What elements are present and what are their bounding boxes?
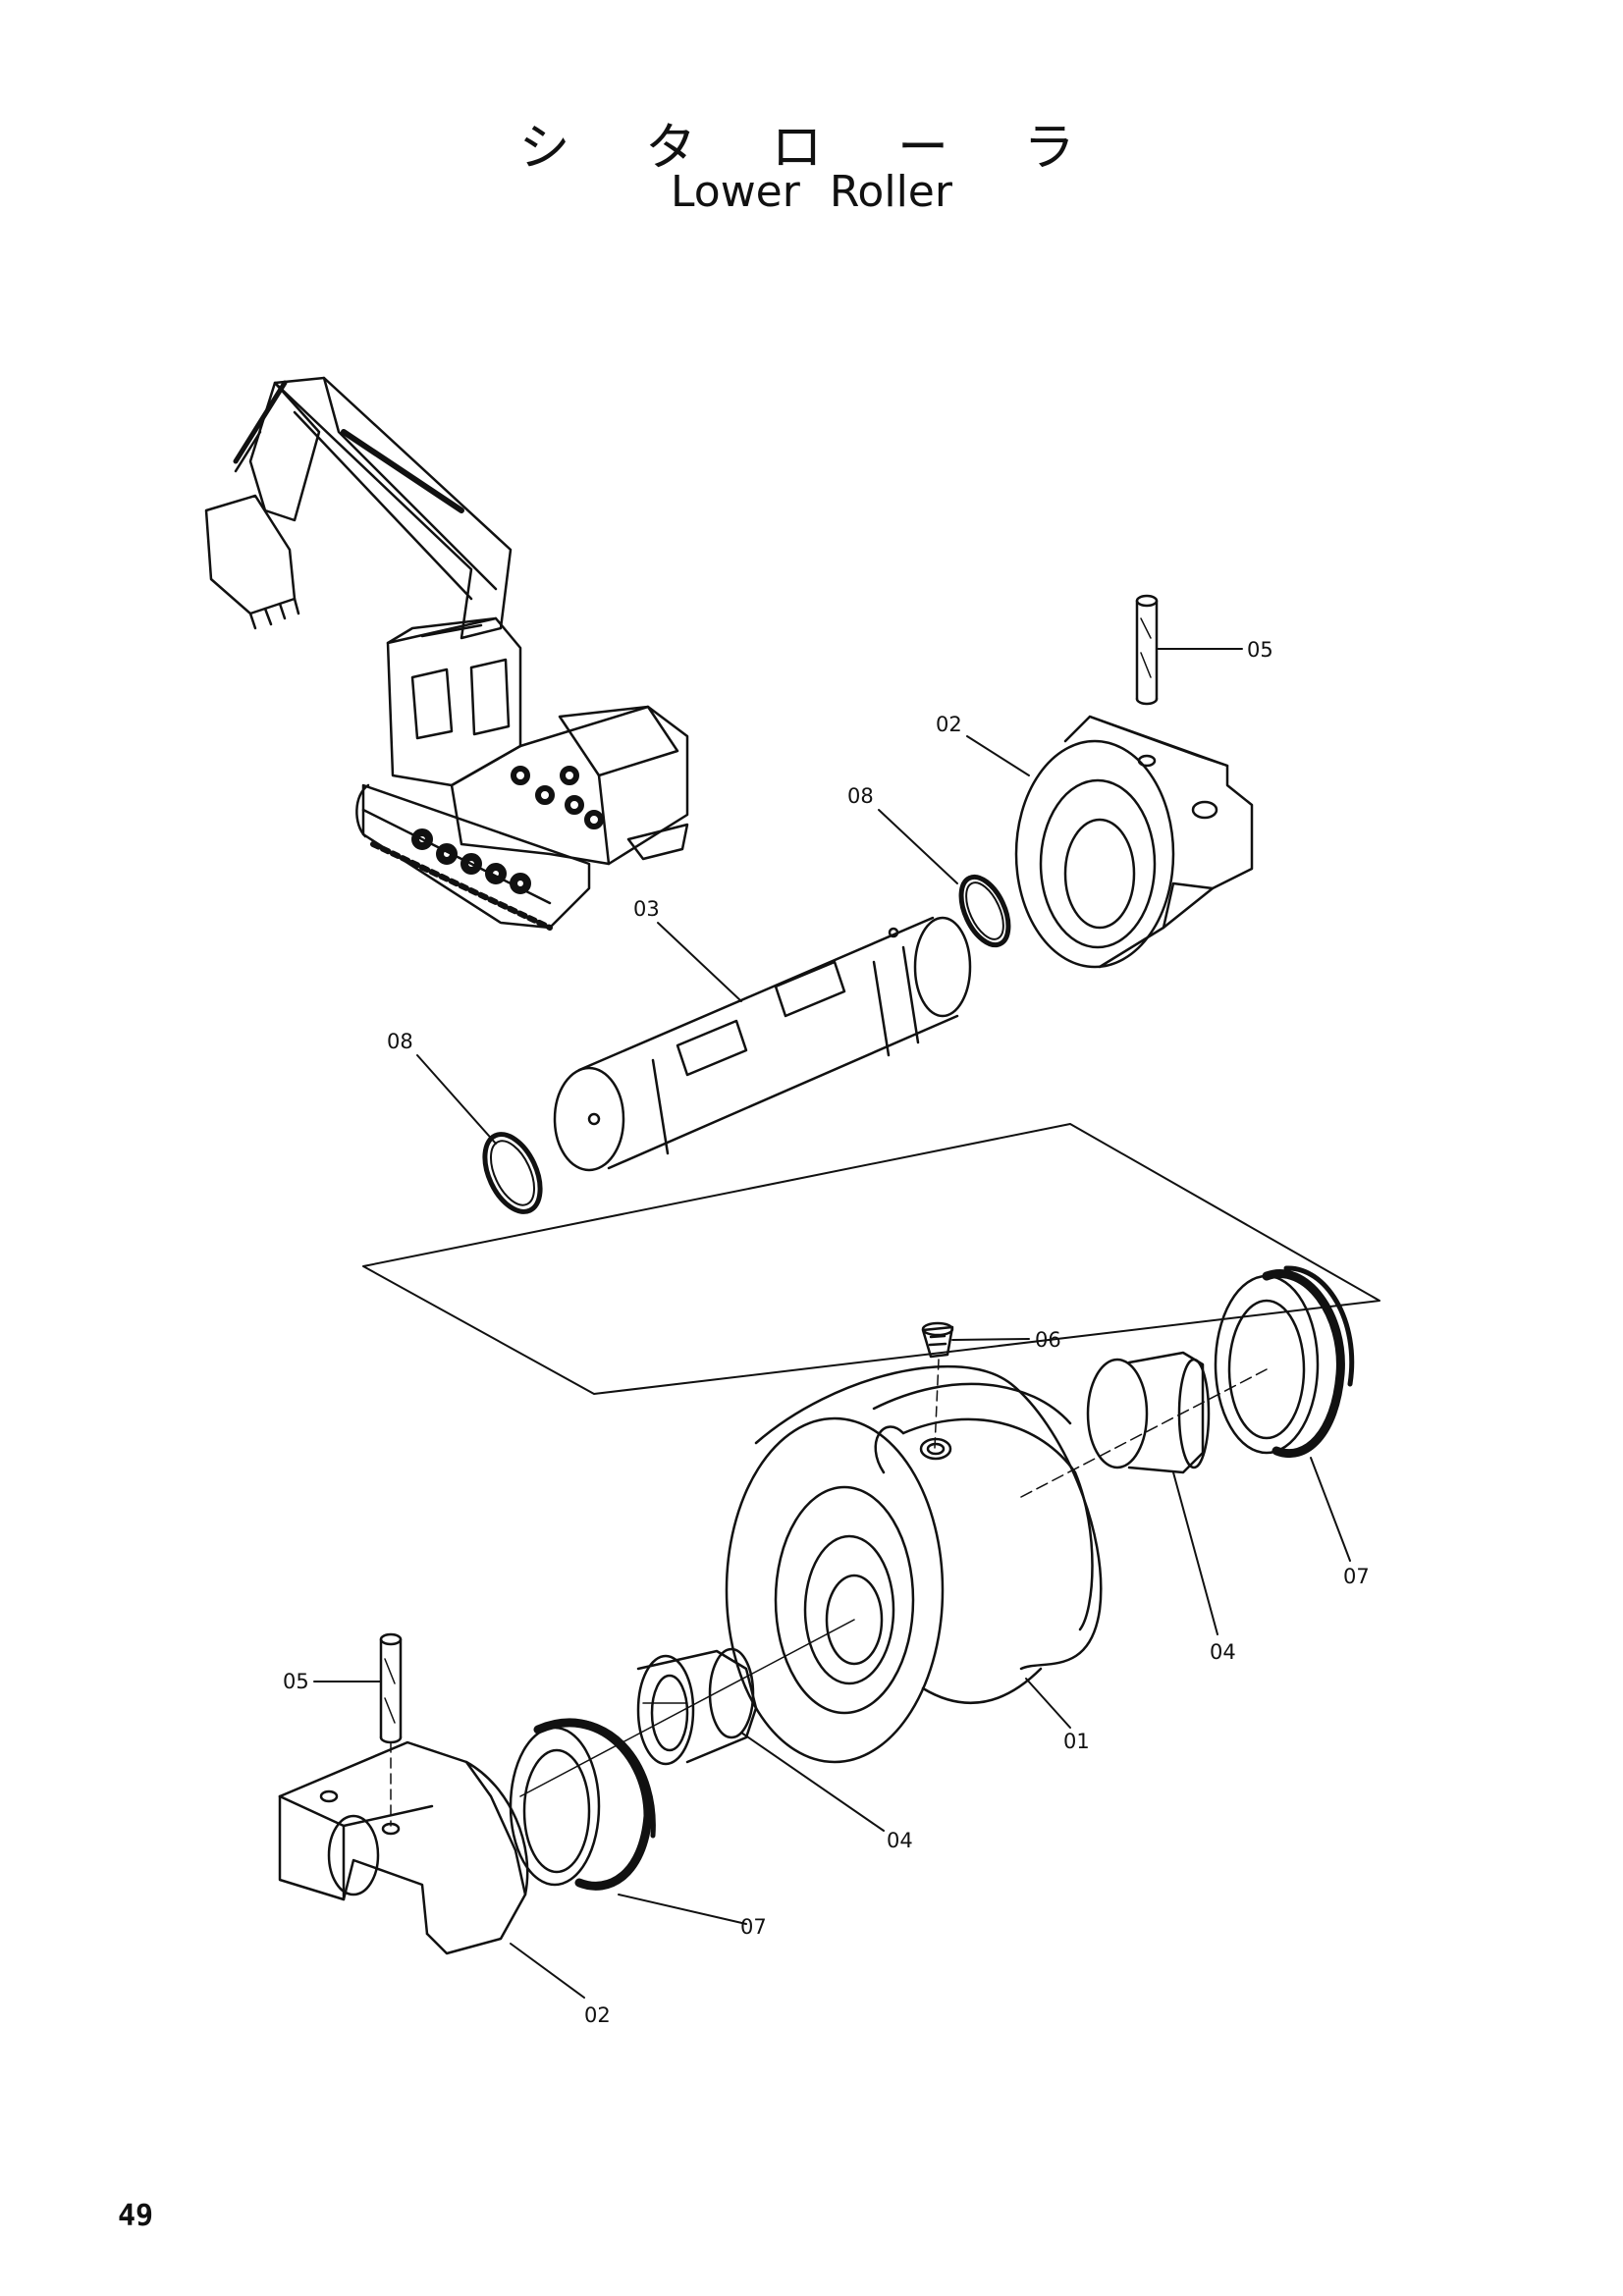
callout-06: 06: [1035, 1328, 1061, 1352]
reference-outline: [362, 1123, 1380, 1395]
callout-07-right: 07: [1343, 1565, 1370, 1588]
part-04-bushing-right: [1086, 1351, 1211, 1474]
callout-01: 01: [1063, 1730, 1090, 1753]
part-08-o-ring-upper: [958, 874, 1011, 948]
part-05-pin-bottom: [379, 1632, 403, 1744]
page-number: 49: [118, 2199, 154, 2233]
callout-02-bottom: 02: [584, 2003, 611, 2027]
part-08-o-ring-left: [482, 1132, 543, 1214]
callout-08-left: 08: [387, 1030, 413, 1053]
callout-05-bottom: 05: [283, 1670, 309, 1693]
callout-04-right: 04: [1210, 1640, 1236, 1664]
callout-05-top: 05: [1247, 638, 1273, 662]
part-01-roller: [725, 1364, 1103, 1764]
callout-03: 03: [633, 897, 660, 921]
callout-02-top: 02: [936, 713, 962, 736]
part-02-collar-top: [1014, 715, 1254, 969]
callout-04-bottom: 04: [887, 1829, 913, 1852]
part-05-pin-top: [1135, 594, 1159, 706]
part-02-collar-bottom: [278, 1740, 529, 1955]
page-title-english: Lower Roller: [671, 167, 952, 217]
part-07-seal-bottom: [509, 1718, 656, 1891]
part-04-bushing-bottom: [636, 1647, 758, 1766]
part-06-plug: [921, 1321, 954, 1359]
page-title-japanese: シ タ ロ ー ラ: [518, 119, 1105, 178]
callout-08-top: 08: [847, 784, 874, 808]
callout-07-bottom: 07: [740, 1915, 767, 1939]
leader-lines: [416, 735, 1351, 1999]
part-07-seal-right: [1214, 1265, 1355, 1459]
excavator-illustration: [204, 376, 689, 931]
part-03-shaft: [553, 916, 972, 1172]
